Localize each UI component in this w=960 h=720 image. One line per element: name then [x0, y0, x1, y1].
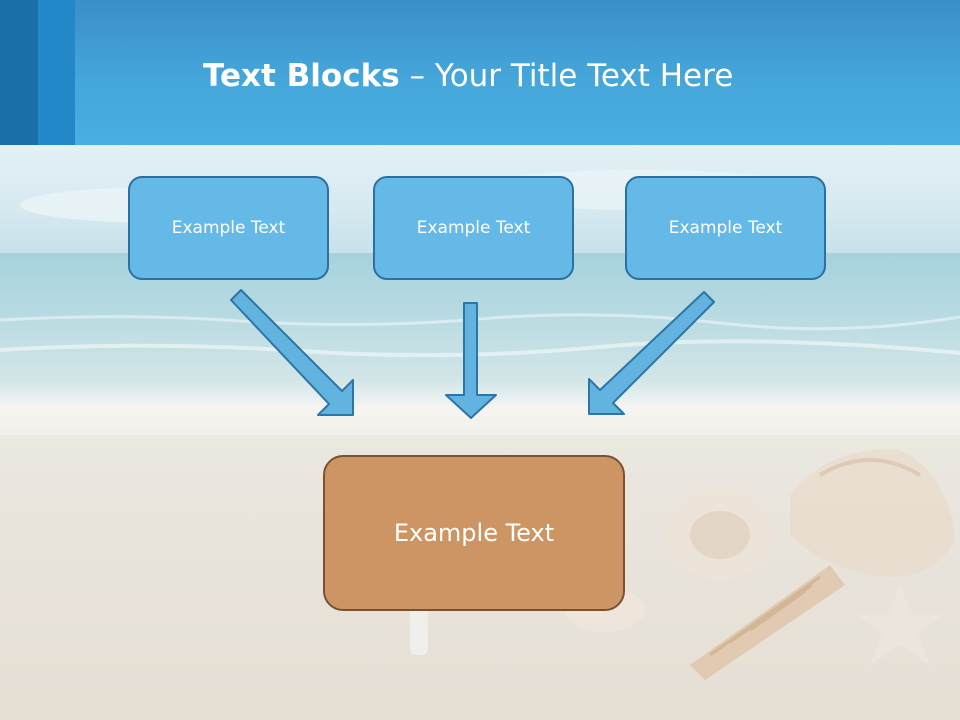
- arrow-right-diagonal: [588, 291, 715, 415]
- header-band: Text Blocks – Your Title Text Here: [0, 0, 960, 145]
- text-block-right[interactable]: Example Text: [625, 176, 826, 280]
- text-block-result-label: Example Text: [393, 519, 555, 547]
- title-rest-part: Your Title Text Here: [434, 58, 734, 94]
- text-block-left-label: Example Text: [171, 218, 286, 238]
- text-block-right-label: Example Text: [668, 218, 783, 238]
- text-block-result[interactable]: Example Text: [323, 455, 625, 611]
- title-bold-part: Text Blocks: [203, 58, 400, 94]
- text-block-center[interactable]: Example Text: [373, 176, 574, 280]
- text-block-left[interactable]: Example Text: [128, 176, 329, 280]
- arrow-center-down: [445, 302, 497, 419]
- arrow-left-diagonal: [230, 289, 354, 416]
- title-separator: –: [399, 58, 435, 94]
- header-accent-dark: [0, 0, 38, 145]
- text-block-center-label: Example Text: [416, 218, 531, 238]
- header-accent-mid: [38, 0, 75, 145]
- slide-title: Text Blocks – Your Title Text Here: [203, 52, 733, 100]
